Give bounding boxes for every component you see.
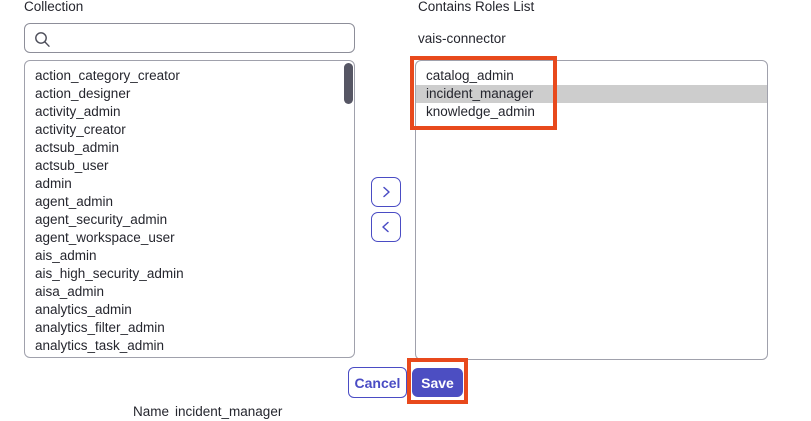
collection-label: Collection	[24, 0, 84, 14]
collection-list-item[interactable]: agent_workspace_user	[35, 230, 175, 245]
collection-search-input[interactable]	[25, 24, 354, 52]
move-right-button[interactable]	[371, 177, 401, 207]
collection-list-item[interactable]: aisa_admin	[35, 284, 105, 299]
search-icon	[34, 31, 51, 53]
roles-list-item[interactable]: catalog_admin	[426, 68, 514, 83]
collection-list-item[interactable]: ais_high_security_admin	[35, 266, 184, 281]
name-label: Name	[133, 404, 170, 419]
cancel-button[interactable]: Cancel	[348, 367, 407, 398]
collection-list-item[interactable]: agent_security_admin	[35, 212, 168, 227]
collection-list-item[interactable]: analytics_viewer	[25, 355, 354, 357]
collection-list-item[interactable]: admin	[35, 176, 72, 191]
connector-name: vais-connector	[418, 31, 506, 46]
collection-list-item[interactable]: activity_admin	[35, 104, 121, 119]
collection-search-box	[24, 23, 355, 53]
chevron-left-icon	[379, 220, 393, 234]
contains-roles-label: Contains Roles List	[418, 0, 535, 14]
roles-list-item[interactable]: knowledge_admin	[426, 104, 535, 119]
collection-list-item[interactable]: analytics_task_admin	[35, 338, 165, 353]
collection-list-item[interactable]: agent_admin	[35, 194, 114, 209]
chevron-right-icon	[379, 185, 393, 199]
collection-list-item[interactable]: analytics_filter_admin	[35, 320, 165, 335]
collection-scrollbar-thumb[interactable]	[344, 63, 353, 104]
collection-list-item[interactable]: ais_admin	[35, 248, 97, 263]
save-button[interactable]: Save	[412, 368, 463, 397]
name-value: incident_manager	[175, 404, 283, 419]
collection-list-item[interactable]: actsub_admin	[35, 140, 120, 155]
collection-list-item[interactable]: actsub_user	[35, 158, 109, 173]
roles-list-item[interactable]: incident_manager	[416, 85, 767, 103]
move-left-button[interactable]	[371, 212, 401, 242]
collection-list-item[interactable]: activity_creator	[35, 122, 126, 137]
collection-list-item[interactable]: action_designer	[35, 86, 131, 101]
collection-list-item[interactable]: action_category_creator	[35, 68, 180, 83]
collection-list-item[interactable]: analytics_admin	[35, 302, 132, 317]
